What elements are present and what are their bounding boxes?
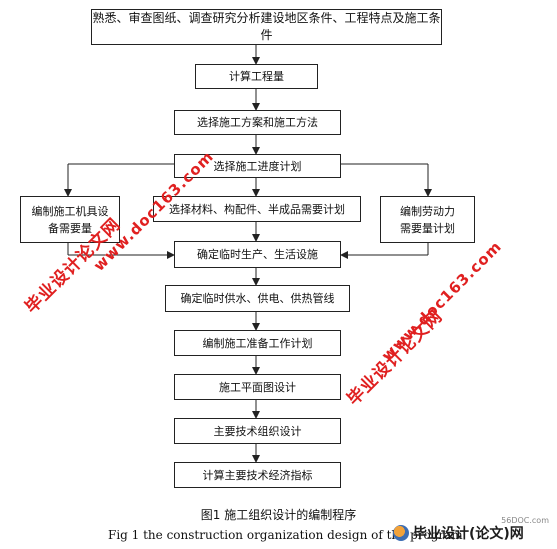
- figure-caption-cn: 图1 施工组织设计的编制程序: [200, 508, 357, 522]
- site-logo: 毕业设计(论文)网 56DOC.com: [393, 516, 555, 546]
- step-machinery-requirements: 编制施工机具设 备需要量: [20, 196, 120, 243]
- figure-caption-en: Fig 1 the construction organization desi…: [108, 528, 463, 542]
- step-temporary-facilities: 确定临时生产、生活设施: [174, 241, 341, 268]
- step-economic-indicators: 计算主要技术经济指标: [174, 462, 341, 488]
- logo-text: 毕业设计(论文)网: [413, 526, 524, 542]
- logo-icon: [393, 525, 409, 541]
- step-preparation-plan: 编制施工准备工作计划: [174, 330, 341, 356]
- step-technical-organization: 主要技术组织设计: [174, 418, 341, 444]
- step-survey-conditions: 熟悉、审查图纸、调查研究分析建设地区条件、工程特点及施工条件: [91, 9, 442, 45]
- step-calculate-quantities: 计算工程量: [195, 64, 318, 89]
- step-schedule-plan: 选择施工进度计划: [174, 154, 341, 178]
- step-site-layout: 施工平面图设计: [174, 374, 341, 400]
- step-construction-scheme: 选择施工方案和施工方法: [174, 110, 341, 135]
- step-labor-plan: 编制劳动力 需要量计划: [380, 196, 475, 243]
- logo-url: 56DOC.com: [501, 516, 549, 525]
- step-materials-plan: 选择材料、构配件、半成品需要计划: [153, 196, 361, 222]
- step-temporary-utilities: 确定临时供水、供电、供热管线: [165, 285, 350, 312]
